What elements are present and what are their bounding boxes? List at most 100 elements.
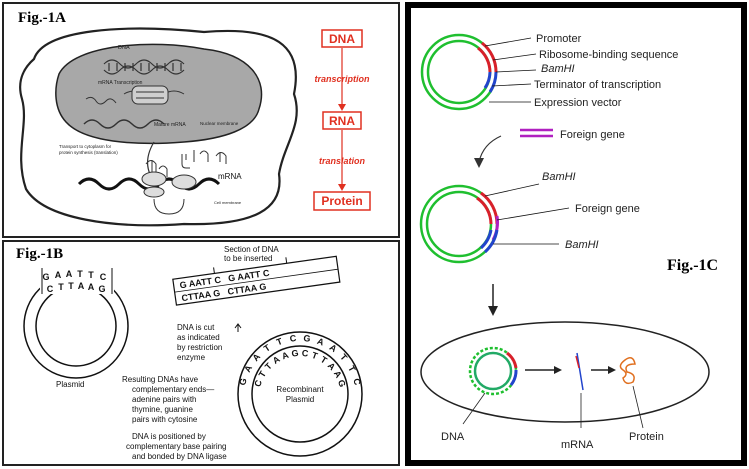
cell-leader-lines bbox=[462, 385, 644, 429]
base-letter: T bbox=[338, 352, 349, 363]
section-title-1: Section of DNA bbox=[224, 245, 279, 254]
base-letter: G bbox=[98, 284, 105, 294]
label-expression-vector: Expression vector bbox=[534, 97, 622, 109]
base-letter: C bbox=[47, 284, 54, 294]
base-letter: T bbox=[77, 269, 83, 279]
figure-1a-panel: DNA mRNA Transcription Mature mRNA Nucle… bbox=[2, 2, 400, 238]
flow-protein-box bbox=[313, 191, 371, 211]
vector2-leader-lines bbox=[484, 183, 570, 245]
label-mrna-transcription: mRNA Transcription bbox=[98, 80, 143, 86]
label-ribosome-binding: Ribosome-binding sequence bbox=[539, 49, 678, 61]
label-cell-mrna: mRNA bbox=[561, 439, 594, 451]
base-letter: A bbox=[316, 336, 326, 348]
mrna-loop bbox=[153, 198, 185, 215]
flow-transcription: transcription bbox=[314, 74, 370, 84]
label-cell-protein: Protein bbox=[629, 431, 664, 443]
flow-rna-box bbox=[322, 111, 362, 130]
label-cell-membrane: Cell membrane bbox=[214, 200, 242, 205]
base-letter: A bbox=[242, 363, 254, 374]
recombinant-label-2: Plasmid bbox=[286, 395, 314, 404]
base-letter: C bbox=[100, 272, 107, 282]
mrna-strand bbox=[576, 352, 584, 391]
base-letter: C bbox=[289, 333, 297, 344]
positioned-note: DNA is positioned by complementary base … bbox=[126, 432, 227, 461]
label-nuclear-membrane: Nuclear membrane bbox=[200, 121, 239, 126]
recombinant-label-1: Recombinant bbox=[276, 385, 324, 394]
cell-outline bbox=[19, 27, 298, 227]
base-letter: T bbox=[262, 342, 273, 354]
host-cell bbox=[420, 321, 710, 423]
resulting-note-line: thymine, guanine bbox=[132, 405, 193, 414]
base-letter: T bbox=[257, 369, 269, 379]
label-bamhi-1: BamHI bbox=[542, 171, 576, 183]
cut-note-line: as indicated bbox=[177, 333, 220, 342]
base-letter: T bbox=[311, 350, 320, 361]
base-letter: G bbox=[237, 377, 248, 386]
label-transport: Transport to cytoplasm for bbox=[59, 144, 112, 149]
expression-vector-1 bbox=[420, 33, 498, 111]
base-letter: T bbox=[88, 270, 94, 280]
flow-rna: RNA bbox=[329, 114, 355, 128]
base-letter: T bbox=[319, 354, 329, 366]
positioned-note-line: complementary base pairing bbox=[126, 442, 227, 451]
ribosomes bbox=[141, 171, 197, 198]
figure-1b-label: Fig.-1B bbox=[16, 246, 64, 262]
base-letter: A bbox=[271, 354, 282, 366]
base-letter: C bbox=[252, 378, 264, 388]
base-letter: T bbox=[68, 281, 74, 291]
base-letter: T bbox=[58, 282, 64, 292]
base-letter: T bbox=[275, 336, 284, 347]
base-letter: A bbox=[66, 269, 73, 279]
cut-note: DNA is cut as indicated by restriction e… bbox=[177, 323, 222, 362]
base-letter: G bbox=[303, 333, 311, 344]
resulting-note-line: Resulting DNAs have bbox=[122, 375, 199, 384]
label-bamhi-top: BamHI bbox=[541, 63, 575, 75]
vector-leader-lines bbox=[484, 37, 537, 103]
cut-note-line: enzyme bbox=[177, 353, 206, 362]
label-cell-dna: DNA bbox=[441, 431, 465, 443]
mature-mrna-strand bbox=[83, 119, 165, 129]
resulting-note-line: pairs with cytosine bbox=[132, 415, 198, 424]
base-letter: A bbox=[250, 351, 262, 363]
plasmid-label: Plasmid bbox=[56, 380, 84, 389]
base-letter: A bbox=[78, 281, 85, 291]
resulting-note-line: adenine pairs with bbox=[132, 395, 196, 404]
cut-note-line: DNA is cut bbox=[177, 323, 215, 332]
base-letter: A bbox=[88, 282, 95, 292]
protein-shape bbox=[619, 357, 636, 385]
base-letter: G bbox=[336, 379, 348, 389]
figure-1c-panel: Promoter Ribosome-binding sequence BamHI… bbox=[405, 2, 747, 466]
flow-protein: Protein bbox=[321, 194, 362, 208]
section-title-2: to be inserted bbox=[224, 254, 272, 263]
cut-note-line: by restriction bbox=[177, 343, 222, 352]
recombinant-plasmid bbox=[237, 331, 363, 457]
base-letter: A bbox=[280, 350, 290, 362]
label-mrna: mRNA bbox=[218, 172, 242, 181]
figure-1c-canvas: Promoter Ribosome-binding sequence BamHI… bbox=[419, 33, 718, 451]
flow-translation: translation bbox=[319, 156, 366, 166]
base-letter: T bbox=[263, 361, 274, 372]
label-terminator: Terminator of transcription bbox=[534, 79, 661, 91]
figure-1c-label: Fig.-1C bbox=[667, 257, 718, 274]
transcription-complex bbox=[85, 85, 185, 105]
label-mature-mrna: Mature mRNA bbox=[154, 122, 186, 128]
foreign-gene-fragment bbox=[520, 128, 553, 138]
expression-vector-2 bbox=[419, 184, 499, 264]
label-transport-2: protein synthesis (translation) bbox=[59, 150, 118, 155]
flow-dna: DNA bbox=[329, 32, 355, 46]
resulting-note-line: complementary ends— bbox=[132, 385, 214, 394]
flow-dna-box bbox=[321, 29, 363, 48]
resulting-note: Resulting DNAs have complementary ends— … bbox=[122, 375, 214, 424]
base-letter: C bbox=[301, 348, 309, 359]
central-dogma-flow: DNA transcription RNA translation Protei… bbox=[313, 29, 371, 211]
base-letter: A bbox=[328, 342, 339, 354]
label-dna: DNA bbox=[118, 45, 130, 51]
label-promoter: Promoter bbox=[536, 33, 582, 45]
positioned-note-line: and bonded by DNA ligase bbox=[132, 452, 227, 461]
label-foreign-gene-2: Foreign gene bbox=[575, 203, 640, 215]
figure-1a-label: Fig.-1A bbox=[18, 10, 66, 26]
label-foreign-gene: Foreign gene bbox=[560, 129, 625, 141]
figure-1a-canvas: DNA mRNA Transcription Mature mRNA Nucle… bbox=[19, 27, 371, 227]
